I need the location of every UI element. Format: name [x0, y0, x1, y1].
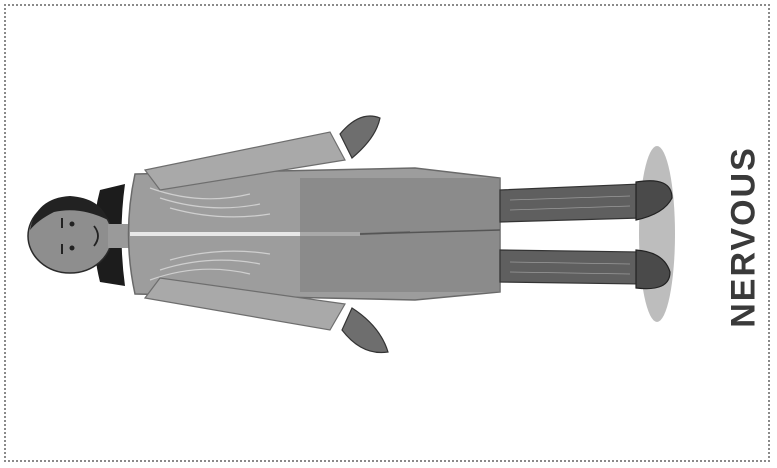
- leg-lower: [500, 250, 640, 284]
- eye-right: [70, 246, 75, 251]
- hand-lower: [342, 308, 388, 353]
- shorts: [300, 178, 500, 292]
- eye-left: [70, 222, 75, 227]
- leg-upper: [500, 184, 640, 222]
- system-label: NERVOUS: [725, 146, 764, 328]
- floor-shadow: [639, 146, 675, 322]
- hand-upper: [340, 116, 380, 158]
